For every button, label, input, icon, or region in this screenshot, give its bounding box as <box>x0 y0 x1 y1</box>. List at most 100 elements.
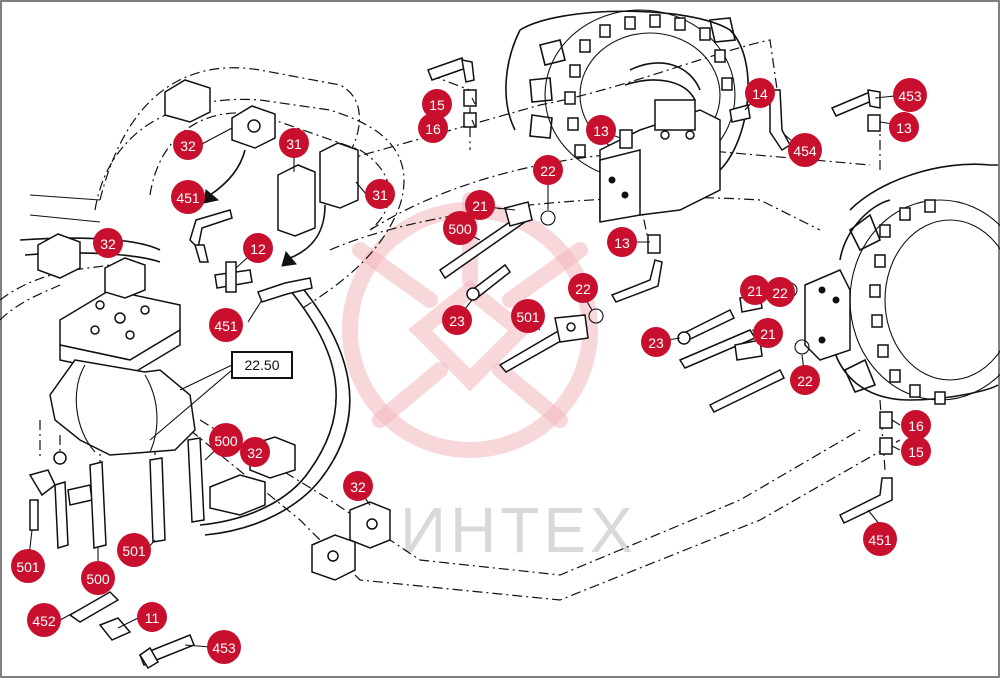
callout-circle <box>442 305 472 335</box>
callout-451: 451 <box>209 308 243 342</box>
callout-label: 23 <box>449 313 465 329</box>
callout-label: 15 <box>908 444 924 460</box>
callout-label: 13 <box>896 120 912 136</box>
callout-453: 453 <box>207 630 241 664</box>
callout-501: 501 <box>117 533 151 567</box>
callout-label: 22 <box>575 281 591 297</box>
callout-22: 22 <box>790 365 820 395</box>
callout-23: 23 <box>442 305 472 335</box>
callout-circle <box>607 227 637 257</box>
callout-label: 31 <box>372 187 388 203</box>
callout-circle <box>765 277 795 307</box>
callout-label: 453 <box>212 640 236 656</box>
callout-circle <box>418 113 448 143</box>
callout-13: 13 <box>586 115 616 145</box>
callout-label: 22 <box>772 285 788 301</box>
callout-label: 501 <box>122 543 146 559</box>
callout-31: 31 <box>279 128 309 158</box>
callout-circle <box>568 273 598 303</box>
callout-circle <box>753 318 783 348</box>
callout-label: 451 <box>214 318 238 334</box>
callout-15: 15 <box>901 436 931 466</box>
callout-circle <box>465 190 495 220</box>
callout-21: 21 <box>465 190 495 220</box>
callout-circle <box>745 78 775 108</box>
callout-22: 22 <box>533 155 563 185</box>
callout-454: 454 <box>788 133 822 167</box>
callout-circle <box>243 233 273 263</box>
callout-32: 32 <box>93 228 123 258</box>
callout-453: 453 <box>893 78 927 112</box>
callout-32: 32 <box>173 130 203 160</box>
callout-circle <box>641 327 671 357</box>
callout-label: 11 <box>145 610 160 626</box>
callout-label: 32 <box>350 479 366 495</box>
callout-circle <box>279 128 309 158</box>
callout-label: 21 <box>760 326 776 342</box>
callout-label: 21 <box>472 198 488 214</box>
callout-label: 32 <box>247 445 263 461</box>
callout-22: 22 <box>765 277 795 307</box>
callout-label: 453 <box>898 88 922 104</box>
callout-label: 23 <box>648 335 664 351</box>
callout-circle <box>889 112 919 142</box>
callout-451: 451 <box>171 180 205 214</box>
callout-451: 451 <box>863 522 897 556</box>
callout-circle <box>901 436 931 466</box>
reference-box: 22.50 <box>149 351 293 441</box>
callout-circle <box>93 228 123 258</box>
callout-circle <box>207 630 241 664</box>
callout-circle <box>171 180 205 214</box>
callout-label: 16 <box>908 418 924 434</box>
callout-circle <box>422 89 452 119</box>
callout-circle <box>11 549 45 583</box>
callout-11: 11 <box>137 602 167 632</box>
swivel-joint <box>49 289 196 465</box>
callout-circle <box>788 133 822 167</box>
callout-circle <box>173 130 203 160</box>
callout-label: 12 <box>250 241 266 257</box>
callout-label: 13 <box>593 123 609 139</box>
callout-22: 22 <box>568 273 598 303</box>
sprocket-drive-lower <box>804 163 1000 405</box>
callout-500: 500 <box>81 561 115 595</box>
callout-label: 22 <box>540 163 556 179</box>
callout-circle <box>443 211 477 245</box>
callout-circle <box>790 365 820 395</box>
callout-16: 16 <box>418 113 448 143</box>
callout-circle <box>137 602 167 632</box>
callout-circle <box>81 561 115 595</box>
callout-circle <box>511 299 545 333</box>
direction-arrows <box>203 149 326 267</box>
callout-label: 451 <box>868 532 892 548</box>
callout-label: 500 <box>86 571 110 587</box>
callout-501: 501 <box>511 299 545 333</box>
callout-circle <box>209 423 243 457</box>
callout-label: 501 <box>16 559 40 575</box>
callout-label: 454 <box>793 143 817 159</box>
callout-circle <box>240 437 270 467</box>
callout-circle <box>901 410 931 440</box>
callout-21: 21 <box>740 275 770 305</box>
callout-15: 15 <box>422 89 452 119</box>
callout-500: 500 <box>209 423 243 457</box>
callout-label: 452 <box>32 613 56 629</box>
clamp-blocks <box>37 79 391 581</box>
callout-500: 500 <box>443 211 477 245</box>
callout-label: 500 <box>214 433 238 449</box>
callout-label: 32 <box>180 138 196 154</box>
callout-14: 14 <box>745 78 775 108</box>
callout-circle <box>740 275 770 305</box>
callout-label: 32 <box>100 236 116 252</box>
callout-circle <box>893 78 927 112</box>
callout-label: 13 <box>614 235 630 251</box>
callout-label: 14 <box>752 86 768 102</box>
watermark-text: ИНТЕХ <box>400 494 637 566</box>
reference-label: 22.50 <box>244 357 279 373</box>
callout-label: 501 <box>516 309 540 325</box>
fittings-and-pipes <box>28 57 893 670</box>
watermark-logo: ИНТЕХ <box>342 192 637 566</box>
